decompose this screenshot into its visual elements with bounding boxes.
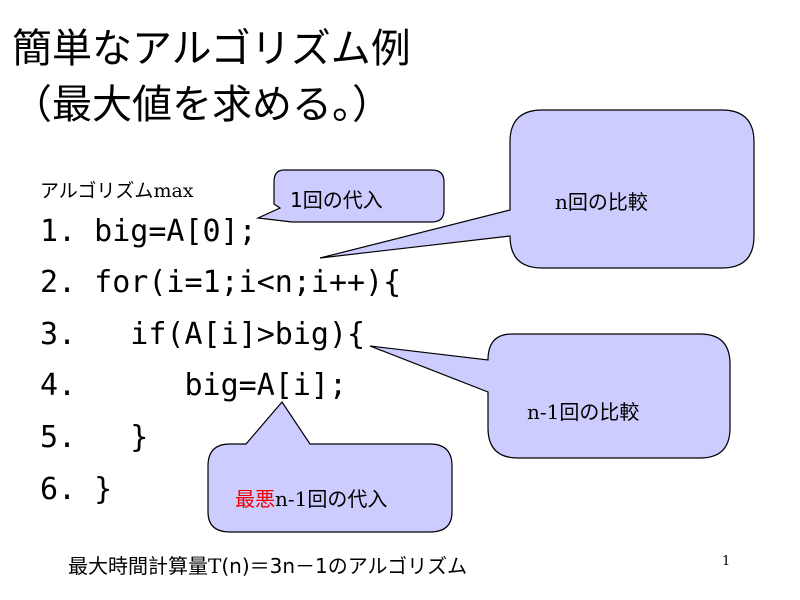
page-number: 1 [722, 554, 731, 569]
callout-n1-compare [369, 333, 731, 459]
callout-n-compare-text: n回の比較 [555, 186, 648, 215]
callout-worst-assign [207, 401, 453, 533]
slide-title-line-2: （最大値を求める。） [12, 82, 392, 128]
callout-worst-rest: 回の代入 [307, 487, 388, 511]
code-line-4: 4. big=A[i]; [40, 368, 348, 403]
callout-n-compare-n: n [555, 190, 568, 214]
footer-expr: (n)＝3n－1のアルゴリズム [221, 554, 468, 578]
callout-n1-compare-rest: 回の比較 [559, 400, 640, 424]
callout-n-compare-rest: 回の比較 [567, 190, 648, 214]
footer-t: T [208, 554, 222, 578]
callout-worst-prefix: 最悪 [235, 487, 275, 511]
callout-n1-compare-n: n-1 [527, 400, 560, 424]
footer-prefix: 最大時間計算量 [68, 554, 208, 578]
callout-worst-assign-text: 最悪n-1回の代入 [235, 483, 387, 512]
algorithm-label: アルゴリズムmax [40, 176, 194, 203]
algorithm-label-name: max [153, 180, 194, 202]
algorithm-label-jp: アルゴリズム [40, 180, 154, 202]
slide-title-line-1: 簡単なアルゴリズム例 [12, 26, 411, 72]
code-line-3: 3. if(A[i]>big){ [40, 317, 366, 352]
callout-n-compare [319, 109, 755, 269]
callout-worst-n: n-1 [275, 487, 308, 511]
code-line-6: 6. } [40, 472, 113, 507]
code-line-5: 5. } [40, 420, 149, 455]
code-line-2: 2. for(i=1;i<n;i++){ [40, 265, 402, 300]
code-line-1: 1. big=A[0]; [40, 214, 257, 249]
callout-n1-compare-text: n-1回の比較 [527, 396, 639, 425]
complexity-footer: 最大時間計算量T(n)＝3n－1のアルゴリズム [68, 550, 467, 579]
callout-assign-once [255, 169, 445, 223]
callout-assign-once-text: 1回の代入 [290, 188, 383, 212]
